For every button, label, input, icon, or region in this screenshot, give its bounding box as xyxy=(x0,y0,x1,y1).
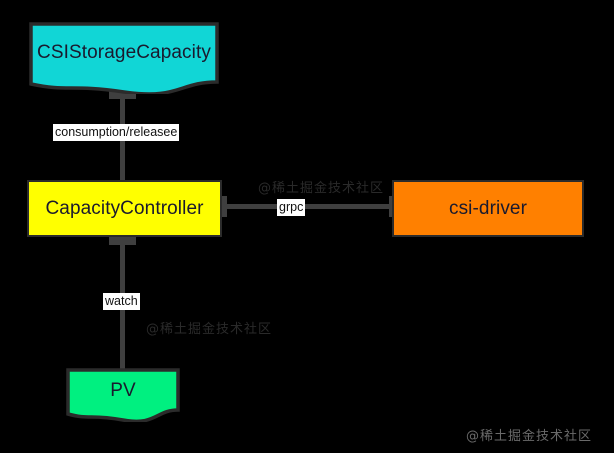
node-pv-shape xyxy=(66,368,180,422)
watermark-corner: @稀土掘金技术社区 xyxy=(466,429,593,444)
watermark-center: @稀土掘金技术社区 xyxy=(258,181,385,196)
node-csidriver[interactable]: csi-driver xyxy=(392,180,584,237)
node-csistoragecapacity-shape xyxy=(29,22,219,94)
edge-consumption-arrowhead xyxy=(109,90,136,99)
node-csistoragecapacity-label: CSIStorageCapacity xyxy=(37,42,211,63)
node-csidriver-label: csi-driver xyxy=(448,197,528,219)
edge-grpc-line xyxy=(222,204,394,209)
node-pv[interactable]: PV xyxy=(66,368,180,422)
watermark-lower: @稀土掘金技术社区 xyxy=(146,322,273,337)
node-capacitycontroller-label: CapacityController xyxy=(45,197,204,219)
edge-watch-label: watch xyxy=(103,293,140,310)
edge-grpc-endcap-left xyxy=(222,196,227,217)
node-capacitycontroller[interactable]: CapacityController xyxy=(27,180,222,237)
edge-grpc-endcap-right xyxy=(389,196,394,217)
node-csistoragecapacity[interactable]: CSIStorageCapacity xyxy=(29,22,219,94)
edge-consumption-label: consumption/releasee xyxy=(53,124,180,141)
edge-grpc-label: grpc xyxy=(277,199,306,216)
edge-watch-arrowhead xyxy=(109,236,136,245)
node-pv-label: PV xyxy=(110,380,136,401)
